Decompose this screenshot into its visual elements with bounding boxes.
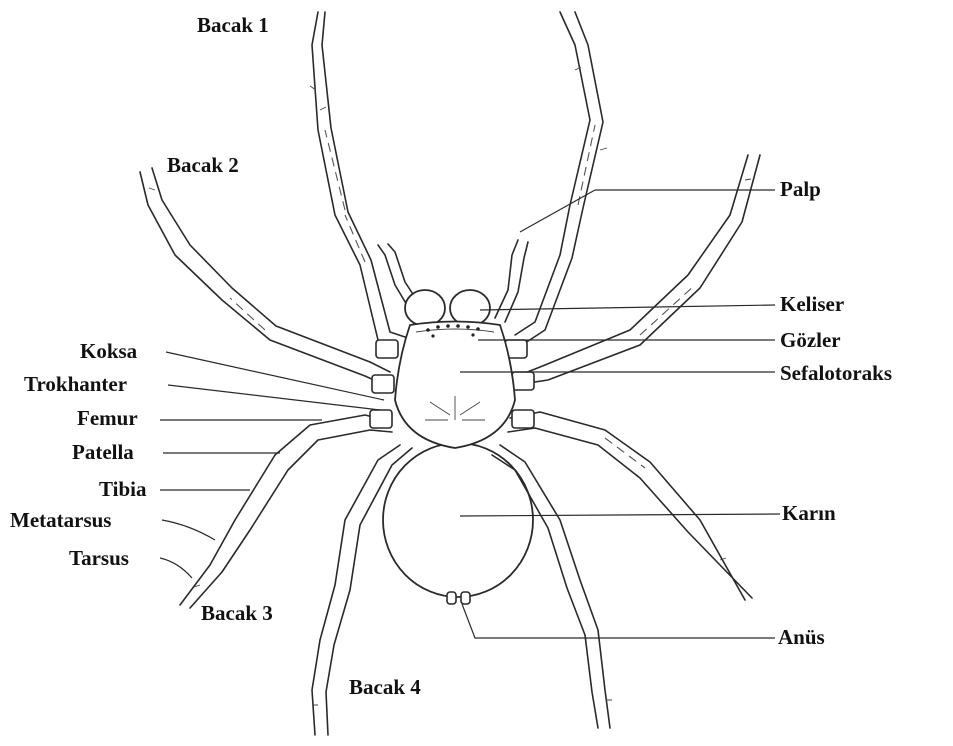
label-bacak-1: Bacak 1 (197, 15, 269, 36)
label-femur: Femur (77, 408, 138, 429)
spinneret-right (461, 592, 470, 604)
leader-anus (462, 604, 775, 638)
leader-metatarsus (162, 520, 215, 540)
label-koksa: Koksa (80, 341, 137, 362)
leg-1-left (312, 12, 398, 346)
leader-koksa (166, 352, 384, 400)
leader-palp-b (520, 190, 595, 232)
label-metatarsus: Metatarsus (10, 510, 111, 531)
label-sefalotoraks: Sefalotoraks (780, 363, 892, 384)
label-palp: Palp (780, 179, 821, 200)
label-tibia: Tibia (99, 479, 146, 500)
label-bacak-2: Bacak 2 (167, 155, 239, 176)
label-trokhanter: Trokhanter (24, 374, 127, 395)
coxa-3-right (512, 410, 534, 428)
chelicera-left (405, 290, 445, 326)
spinneret-left (447, 592, 456, 604)
label-karin: Karın (782, 503, 836, 524)
leader-keliser (480, 305, 775, 310)
label-bacak-4: Bacak 4 (349, 677, 421, 698)
label-patella: Patella (72, 442, 134, 463)
leg-2-left-dash (230, 298, 265, 330)
leader-trokhanter (168, 385, 380, 410)
leg-3-right-outline (508, 428, 752, 598)
leg-1-right-outline (522, 12, 603, 345)
label-anus: Anüs (778, 627, 825, 648)
coxa-1-left (376, 340, 398, 358)
chelicera-right (450, 290, 490, 326)
leader-tarsus (160, 558, 192, 578)
label-keliser: Keliser (780, 294, 844, 315)
leg-3-right (510, 412, 745, 600)
leg-3-right-dash (605, 438, 645, 468)
palp-left (378, 245, 410, 310)
label-tarsus: Tarsus (69, 548, 129, 569)
leg-3-left-outline (190, 430, 392, 608)
leg-1-right (515, 12, 590, 335)
leg-2-right-dash (640, 285, 695, 335)
leg-3-left (180, 415, 385, 605)
coxa-2-right (512, 372, 534, 390)
palp-right (495, 240, 518, 318)
label-bacak-3: Bacak 3 (201, 603, 273, 624)
coxa-2-left (372, 375, 394, 393)
leg-2-left-outline (152, 168, 390, 372)
abdomen-shape (383, 443, 533, 597)
label-gozler: Gözler (780, 330, 841, 351)
coxa-3-left (370, 410, 392, 428)
leg-1-left-dash (325, 130, 345, 210)
